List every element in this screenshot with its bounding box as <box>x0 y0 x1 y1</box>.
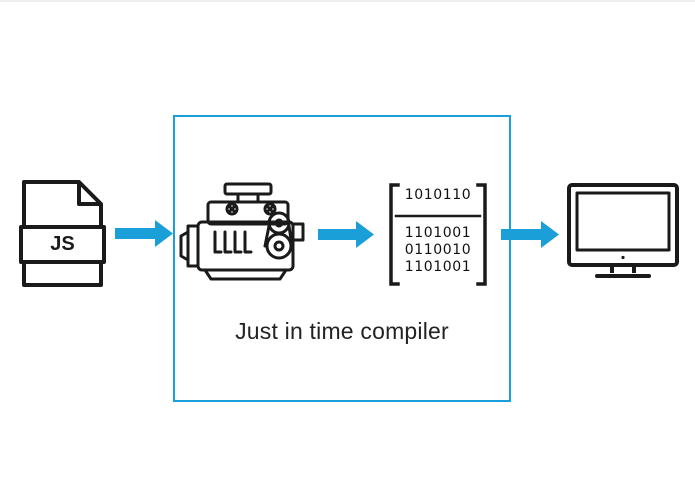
binary-header-line: 1010110 <box>404 187 472 203</box>
arrow-engine-to-binary <box>318 221 374 248</box>
jit-compiler-box <box>173 115 511 402</box>
jit-compiler-label: Just in time compiler <box>235 318 449 344</box>
binary-code: 1010110 1101001 0110010 1101001 <box>389 184 487 284</box>
monitor-icon <box>567 183 679 278</box>
arrow-file-to-engine <box>115 220 173 247</box>
arrow-binary-to-monitor <box>501 221 559 248</box>
binary-code-icon <box>389 183 487 286</box>
binary-line: 1101001 <box>404 225 472 241</box>
engine-icon <box>179 182 305 281</box>
top-divider <box>0 0 695 2</box>
binary-line: 1101001 <box>404 259 472 275</box>
js-file-icon <box>19 180 106 287</box>
js-file-label: JS <box>50 233 75 255</box>
binary-line: 0110010 <box>404 242 472 258</box>
